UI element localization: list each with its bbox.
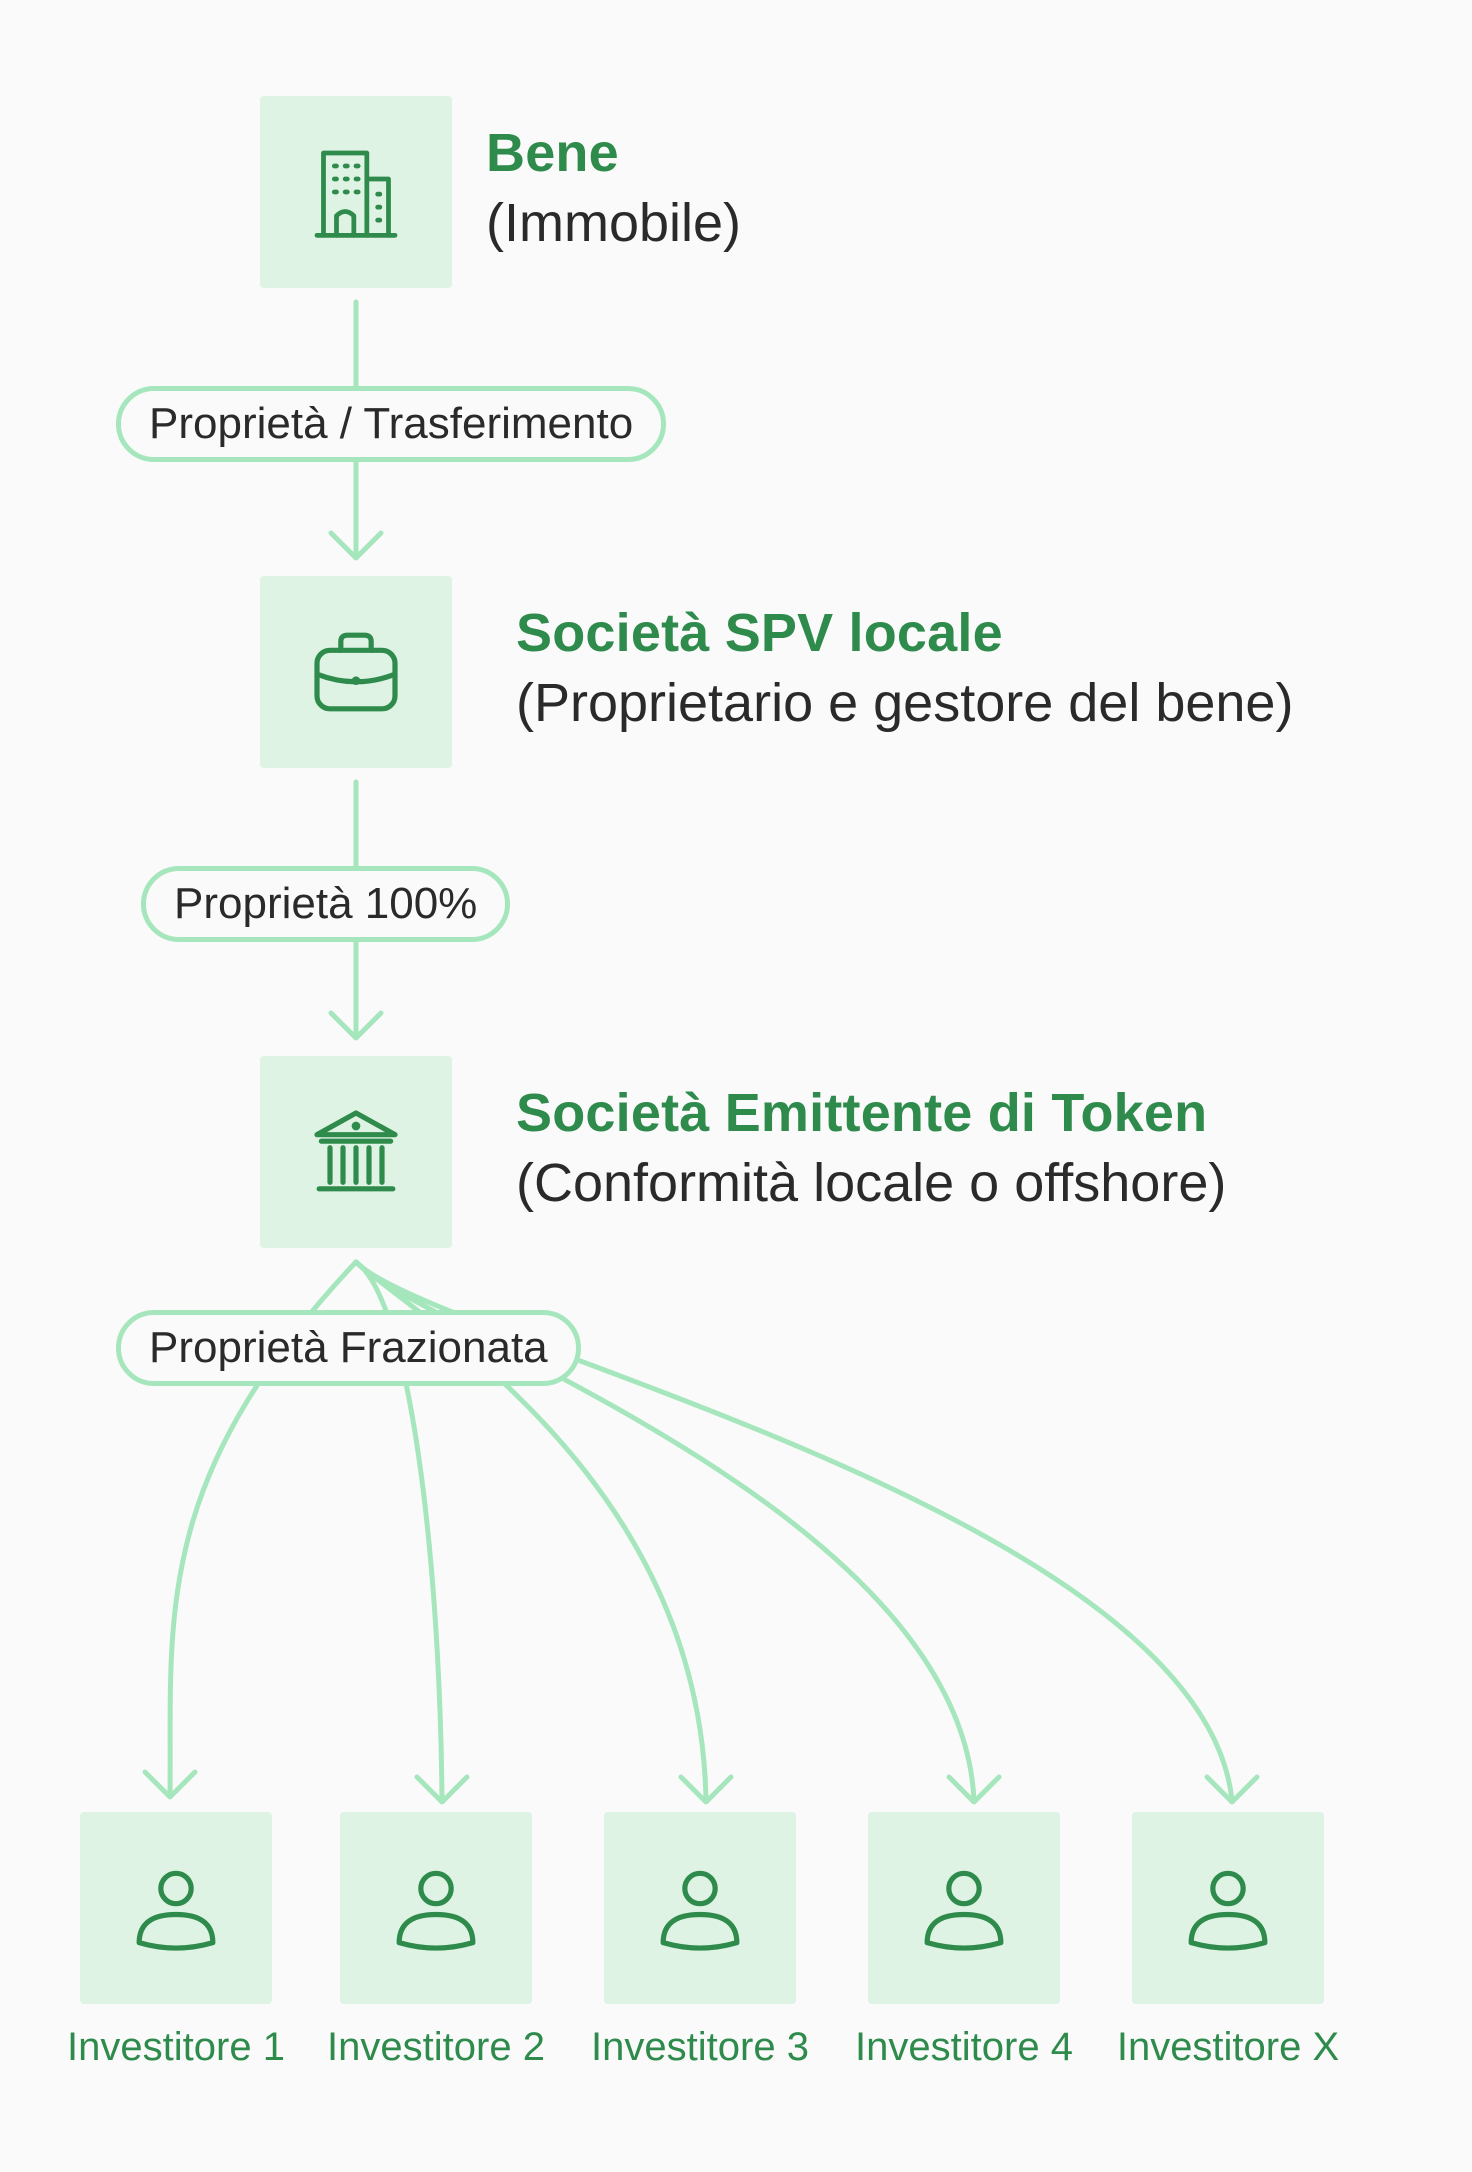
asset-node-box — [260, 96, 452, 288]
edge-label-issuer-investors: Proprietà Frazionata — [116, 1310, 581, 1386]
issuer-node-box — [260, 1056, 452, 1248]
spv-node-text: Società SPV locale (Proprietario e gesto… — [516, 598, 1293, 738]
connector-investor-4 — [353, 1259, 977, 1803]
edge-label-spv-issuer: Proprietà 100% — [141, 866, 511, 942]
arrowhead-issuer — [328, 1010, 384, 1041]
issuer-title: Società Emittente di Token — [516, 1083, 1208, 1143]
spv-subtitle: (Proprietario e gestore del bene) — [516, 673, 1294, 734]
arrowhead-investor-4 — [946, 1774, 1002, 1805]
investor-label: Investitore 4 — [855, 2025, 1073, 2069]
user-icon — [136, 1870, 216, 1951]
user-icon — [924, 1870, 1004, 1951]
investor-label: Investitore 1 — [67, 2025, 285, 2069]
investor-box — [340, 1812, 532, 2004]
connector-investor-2 — [353, 1259, 445, 1803]
arrowhead-investor-3 — [678, 1774, 734, 1805]
investor-label: Investitore 2 — [327, 2025, 545, 2069]
asset-subtitle: (Immobile) — [486, 193, 742, 254]
user-icon — [660, 1870, 740, 1951]
connector-investor-x — [353, 1259, 1235, 1803]
investor-box — [80, 1812, 272, 2004]
arrowhead-investor-x — [1204, 1774, 1260, 1805]
spv-title: Società SPV locale — [516, 603, 1003, 663]
building-icon — [314, 150, 398, 238]
asset-node-text: Bene (Immobile) — [486, 118, 741, 258]
arrowhead-investor-1 — [142, 1769, 198, 1800]
connector-investor-3 — [353, 1259, 709, 1803]
spv-node-box — [260, 576, 452, 768]
issuer-node-text: Società Emittente di Token (Conformità l… — [516, 1078, 1226, 1218]
arrowhead-investor-2 — [414, 1774, 470, 1805]
issuer-subtitle: (Conformità locale o offshore) — [516, 1153, 1227, 1214]
investor-box — [868, 1812, 1060, 2004]
asset-title: Bene — [486, 123, 619, 183]
investor-box — [1132, 1812, 1324, 2004]
user-icon — [1188, 1870, 1268, 1951]
investor-box — [604, 1812, 796, 2004]
arrowhead-spv — [328, 530, 384, 561]
briefcase-icon — [314, 632, 398, 712]
investor-label: Investitore X — [1116, 2025, 1340, 2069]
edge-label-asset-spv: Proprietà / Trasferimento — [116, 386, 667, 462]
investor-label: Investitore 3 — [591, 2025, 809, 2069]
user-icon — [396, 1870, 476, 1951]
bank-icon — [314, 1110, 398, 1192]
